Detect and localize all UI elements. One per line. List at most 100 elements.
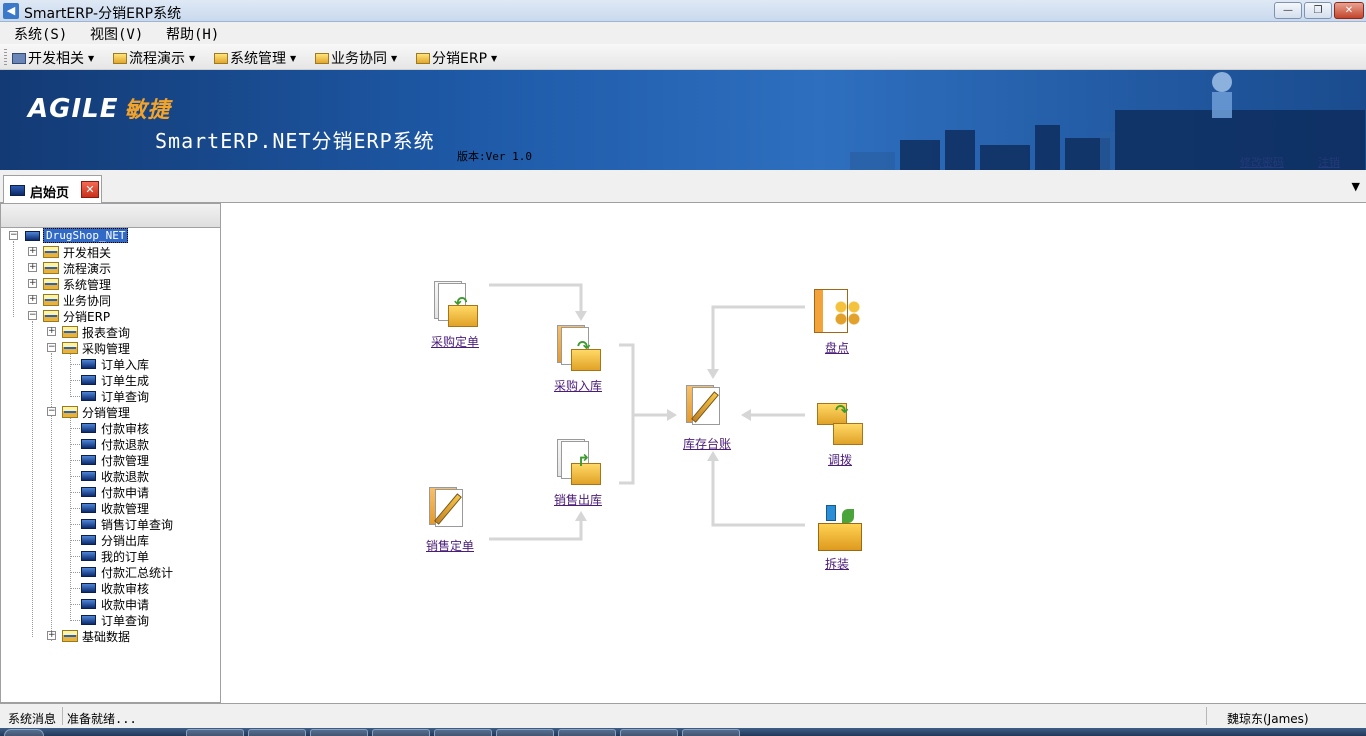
flow-connectors [489, 283, 805, 541]
flow-link[interactable]: 拆装 [824, 557, 849, 571]
tab-start-page[interactable]: 启始页 ✕ [3, 175, 102, 203]
tree-connector [70, 524, 80, 525]
status-user: 魏琼东(James) [1227, 712, 1309, 726]
toolbar-grip[interactable] [4, 49, 7, 65]
flow-link[interactable]: 盘点 [824, 341, 849, 355]
dropdown-icon: ▼ [88, 54, 95, 63]
flow-node-purchase-order[interactable]: ↶ 采购定单 [415, 279, 495, 350]
flow-link[interactable]: 采购入库 [553, 379, 602, 393]
taskbar-button[interactable] [248, 729, 306, 736]
tree-connector [70, 428, 80, 429]
folder-icon [43, 294, 59, 306]
status-label: 系统消息 [8, 712, 57, 726]
disassemble-icon [812, 501, 862, 553]
menu-view[interactable]: 视图(V) [90, 27, 144, 43]
tab-label: 启始页 [30, 186, 70, 201]
toolbar-sysmgmt[interactable]: 系统管理▼ [214, 48, 296, 67]
expand-icon[interactable]: + [47, 630, 56, 640]
taskbar-button[interactable] [558, 729, 616, 736]
purchase-order-icon: ↶ [430, 279, 480, 331]
form-icon [81, 503, 96, 513]
tree-connector [70, 572, 80, 573]
taskbar-button[interactable] [496, 729, 554, 736]
taskbar-button[interactable] [372, 729, 430, 736]
change-password-link[interactable]: 修改密码 [1240, 156, 1284, 169]
flow-link[interactable]: 库存台账 [682, 437, 731, 451]
folder-icon [315, 53, 329, 64]
taskbar-button[interactable] [620, 729, 678, 736]
toolbar-collab[interactable]: 业务协同▼ [315, 48, 397, 67]
form-icon [81, 455, 96, 465]
flow-link[interactable]: 销售定单 [425, 539, 474, 553]
system-name: SmartERP.NET分销ERP系统 [155, 129, 435, 153]
menu-system[interactable]: 系统(S) [14, 27, 68, 43]
tree-node-label: 系统管理 [63, 278, 112, 292]
tree-leaf-label: 销售订单查询 [101, 518, 174, 532]
menu-bar: 系统(S) 视图(V) 帮助(H) [0, 22, 1366, 44]
form-icon [81, 391, 96, 401]
stocktake-icon [812, 285, 862, 337]
tree-connector [70, 508, 80, 509]
tree-connector [70, 604, 80, 605]
status-separator [62, 707, 63, 725]
collapse-icon[interactable]: − [47, 406, 56, 416]
expand-icon[interactable]: + [47, 326, 56, 336]
taskbar-button[interactable] [434, 729, 492, 736]
toolbar-flow[interactable]: 流程演示▼ [113, 48, 195, 67]
folder-icon [62, 342, 78, 354]
flow-node-inventory-ledger[interactable]: 库存台账 [667, 381, 747, 452]
toolbar-dev[interactable]: 开发相关▼ [12, 48, 95, 67]
flow-node-sales-delivery[interactable]: ↱ 销售出库 [538, 437, 618, 508]
flow-link[interactable]: 采购定单 [430, 335, 479, 349]
form-icon [81, 567, 96, 577]
taskbar-button[interactable] [310, 729, 368, 736]
flow-link[interactable]: 销售出库 [553, 493, 602, 507]
collapse-icon[interactable]: − [28, 310, 37, 320]
navigation-tree-panel: − DrugShop_NET + 开发相关 + 流程演示 + 系统管理 + 业务… [0, 203, 221, 703]
close-button[interactable]: ✕ [1334, 2, 1364, 19]
sales-delivery-icon: ↱ [553, 437, 603, 489]
tab-list-dropdown-icon[interactable]: ▼ [1351, 180, 1360, 193]
flow-node-sales-order[interactable]: 销售定单 [410, 483, 490, 554]
form-icon [81, 583, 96, 593]
flow-node-purchase-receipt[interactable]: ↷ 采购入库 [538, 323, 618, 394]
form-icon [81, 439, 96, 449]
toolbar-sysmgmt-label: 系统管理 [230, 51, 286, 67]
flow-link[interactable]: 调拨 [827, 453, 852, 467]
menu-help[interactable]: 帮助(H) [166, 27, 220, 43]
expand-icon[interactable]: + [28, 246, 37, 256]
taskbar-button[interactable] [682, 729, 740, 736]
tree-header [1, 204, 220, 228]
tree-leaf-label: 付款退款 [101, 438, 150, 452]
flow-node-disassemble[interactable]: 拆装 [797, 501, 877, 572]
tree-leaf-label: 付款申请 [101, 486, 150, 500]
app-icon[interactable]: ◀ [3, 3, 19, 19]
tree-node-label: 分销管理 [82, 406, 131, 420]
tree-connector [51, 353, 52, 641]
start-button[interactable] [4, 729, 44, 736]
folder-icon [113, 53, 127, 64]
toolbar-erp[interactable]: 分销ERP▼ [416, 48, 497, 67]
flow-node-transfer[interactable]: ↷ 调拨 [800, 397, 880, 468]
page-icon [10, 185, 25, 196]
tree-node-label: 开发相关 [63, 246, 112, 260]
expand-icon[interactable]: + [28, 262, 37, 272]
status-message: 准备就绪... [67, 712, 137, 726]
tree-leaf-label: 付款汇总统计 [101, 566, 174, 580]
tree-node-label: 基础数据 [82, 630, 131, 644]
tab-close-icon[interactable]: ✕ [81, 181, 99, 198]
expand-icon[interactable]: + [28, 294, 37, 304]
collapse-icon[interactable]: − [9, 230, 18, 240]
tree-leaf-label: 订单查询 [101, 390, 150, 404]
collapse-icon[interactable]: − [47, 342, 56, 352]
minimize-button[interactable]: — [1274, 2, 1302, 19]
expand-icon[interactable]: + [28, 278, 37, 288]
logout-link[interactable]: 注销 [1318, 156, 1340, 169]
flow-node-stocktake[interactable]: 盘点 [797, 285, 877, 356]
tree-connector [13, 241, 14, 317]
form-icon [81, 599, 96, 609]
taskbar-button[interactable] [186, 729, 244, 736]
maximize-button[interactable]: ❐ [1304, 2, 1332, 19]
